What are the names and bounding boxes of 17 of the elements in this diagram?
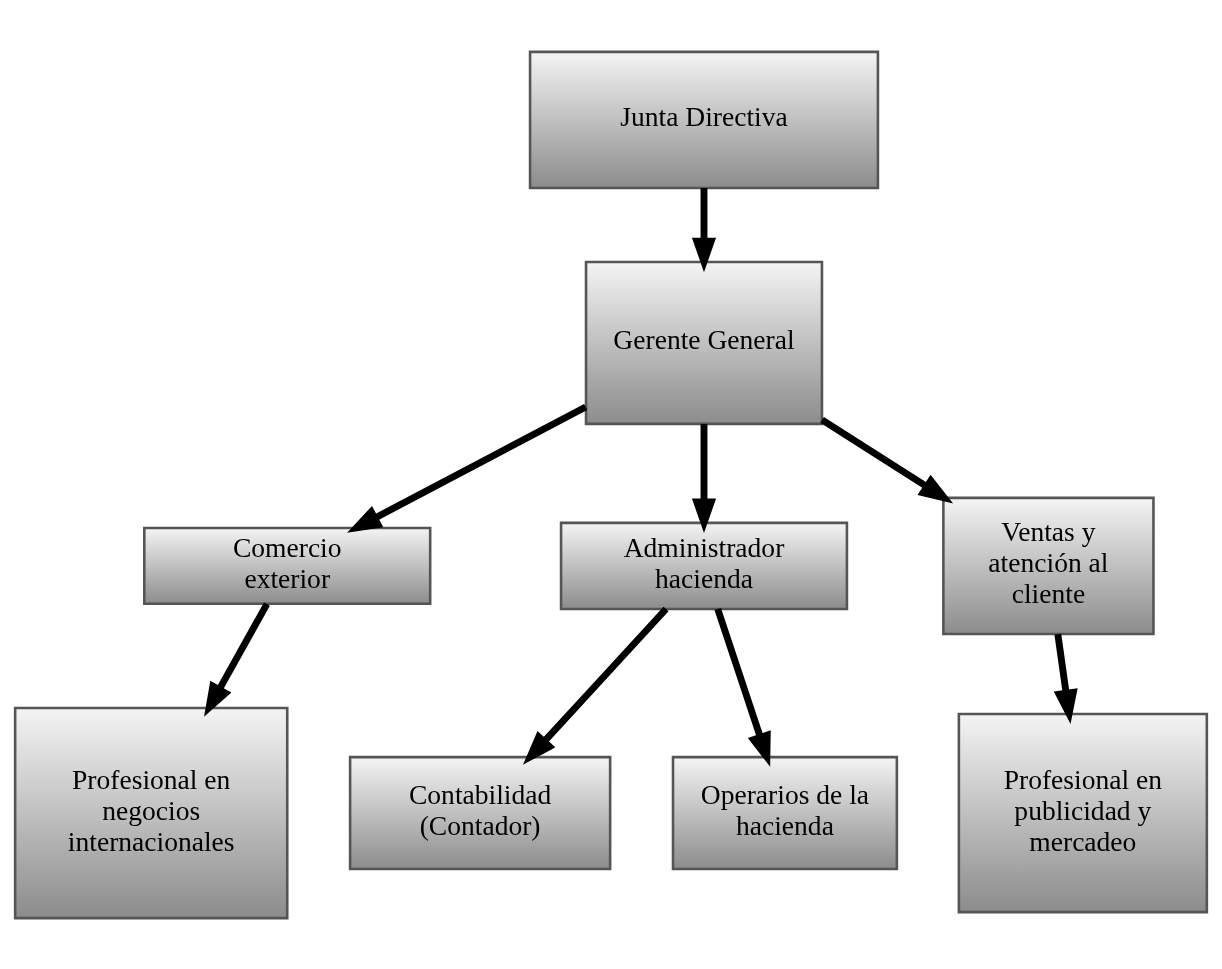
- arrow: [347, 403, 588, 533]
- arrow: [691, 423, 717, 533]
- node-box: Profesional en negocios internacionales: [13, 706, 289, 919]
- arrow: [204, 601, 270, 717]
- node-box: Profesional en publicidad y mercadeo: [957, 712, 1209, 913]
- node-box: Administrador hacienda: [559, 521, 849, 610]
- node-box: Junta Directiva: [528, 50, 880, 189]
- arrow: [523, 606, 669, 765]
- arrow: [691, 187, 717, 272]
- node-box: Contabilidad (Contador): [348, 755, 612, 870]
- arrow: [820, 416, 954, 503]
- arrow: [714, 607, 771, 767]
- node-box: Operarios de la hacienda: [671, 755, 899, 870]
- node-box: Comercio exterior: [143, 526, 432, 605]
- node-box: Gerente General: [584, 260, 824, 425]
- arrow: [1053, 633, 1078, 724]
- node-box: Ventas y atención al cliente: [942, 496, 1155, 635]
